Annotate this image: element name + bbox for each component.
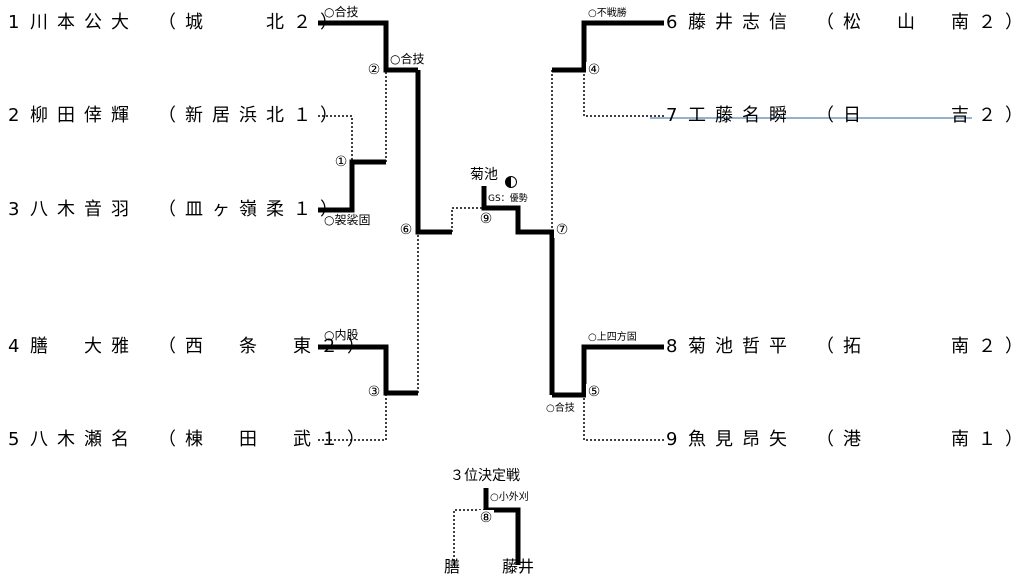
third-line-right: [483, 488, 521, 565]
entry-number: 4: [8, 336, 20, 357]
entry-number: 8: [666, 336, 678, 357]
entry-5: 5 八木瀬名 （棟 田 武１）: [8, 429, 374, 451]
entry-number: 9: [666, 429, 678, 450]
bracket-line-5: [318, 393, 387, 441]
entry-name: 川本公大: [30, 12, 138, 33]
bracket-line-m5-final: [481, 186, 555, 395]
entry-number: 7: [666, 105, 678, 126]
result-m2: ○合技: [390, 52, 425, 66]
match-number-3: ③: [366, 384, 382, 400]
third-place-title: ３位決定戦: [450, 468, 520, 484]
match-number-2: ②: [366, 62, 382, 78]
third-place-right: 藤井: [502, 557, 535, 576]
entry-number: 3: [8, 199, 20, 220]
entry-name: 柳田倖輝: [30, 105, 138, 126]
entry-school: （港 南１）: [816, 429, 1032, 450]
result-m1: ○袈裟固: [324, 213, 371, 227]
entry-number: 2: [8, 105, 20, 126]
final-gs-result: GS：優勢: [488, 194, 528, 204]
match-number-6: ⑥: [398, 222, 414, 238]
entry-school: （城 北２）: [158, 12, 347, 33]
bracket-line-3: [318, 159, 386, 213]
entry-3: 3 八木音羽 （皿ヶ嶺柔１）: [8, 199, 347, 221]
bracket-line-4: [318, 344, 418, 396]
third-place-left: 膳: [444, 557, 461, 576]
entry-school: （新居浜北１）: [158, 105, 347, 126]
entry-9: 9 魚見昂矢 （港 南１）: [666, 429, 1032, 451]
entry-school: （拓 南２）: [816, 336, 1032, 357]
entry-number: 5: [8, 429, 20, 450]
entry-1: 1 川本公大 （城 北２）: [8, 12, 347, 34]
entry-name: 八木瀬名: [30, 429, 138, 450]
entry-school: （皿ヶ嶺柔１）: [158, 199, 347, 220]
bracket-line-2: [318, 115, 353, 162]
entry-4: 4 膳 大雅 （西 条 東２）: [8, 336, 374, 358]
third-line-left: [453, 509, 486, 565]
bracket-line-m2-m6: [415, 70, 452, 235]
match-number-4: ④: [586, 62, 602, 78]
bracket-line-6: [552, 20, 664, 73]
result-m8: ○小外刈: [490, 492, 529, 503]
bracket-line-m6-final: [451, 207, 484, 232]
half-circle-icon: [505, 176, 517, 188]
match-number-1: ①: [333, 154, 349, 170]
entry-name: 八木音羽: [30, 199, 138, 220]
result-m5-top: ○上四方固: [588, 332, 637, 343]
entry-name: 魚見昂矢: [688, 429, 796, 450]
bracket-line-8: [552, 344, 664, 398]
result-m4: ○不戦勝: [588, 8, 627, 19]
final-winner-label: 菊池: [470, 167, 498, 183]
result-m5: ○合技: [546, 403, 575, 414]
entry-name: 藤井志信: [688, 12, 796, 33]
match-number-5: ⑤: [586, 384, 602, 400]
entry-8: 8 菊池哲平 （拓 南２）: [666, 336, 1032, 358]
result-m3: ○内股: [324, 328, 359, 342]
entry-name: 膳 大雅: [30, 336, 138, 357]
bracket-line-1: [318, 20, 418, 73]
entry-6: 6 藤井志信 （松 山 南２）: [666, 12, 1032, 34]
entry-number: 1: [8, 12, 20, 33]
match-number-8: ⑧: [478, 510, 494, 526]
entry-school: （西 条 東２）: [158, 336, 374, 357]
match-number-9: ⑨: [478, 211, 494, 227]
entry-7: 7 工藤名瞬 （日 吉２）: [666, 105, 1032, 127]
entry-school: （松 山 南２）: [816, 12, 1032, 33]
result-m2-top: ○合技: [324, 5, 359, 19]
entry-number: 6: [666, 12, 678, 33]
bracket-line-7: [583, 70, 664, 117]
entry-name: 工藤名瞬: [688, 105, 796, 126]
entry-name: 菊池哲平: [688, 336, 796, 357]
entry-2: 2 柳田倖輝 （新居浜北１）: [8, 105, 347, 127]
bracket-lines: [318, 20, 972, 565]
match-number-7: ⑦: [554, 222, 570, 238]
bracket-line-9: [583, 395, 664, 441]
entry-school: （棟 田 武１）: [158, 429, 374, 450]
entry-school: （日 吉２）: [816, 105, 1032, 126]
